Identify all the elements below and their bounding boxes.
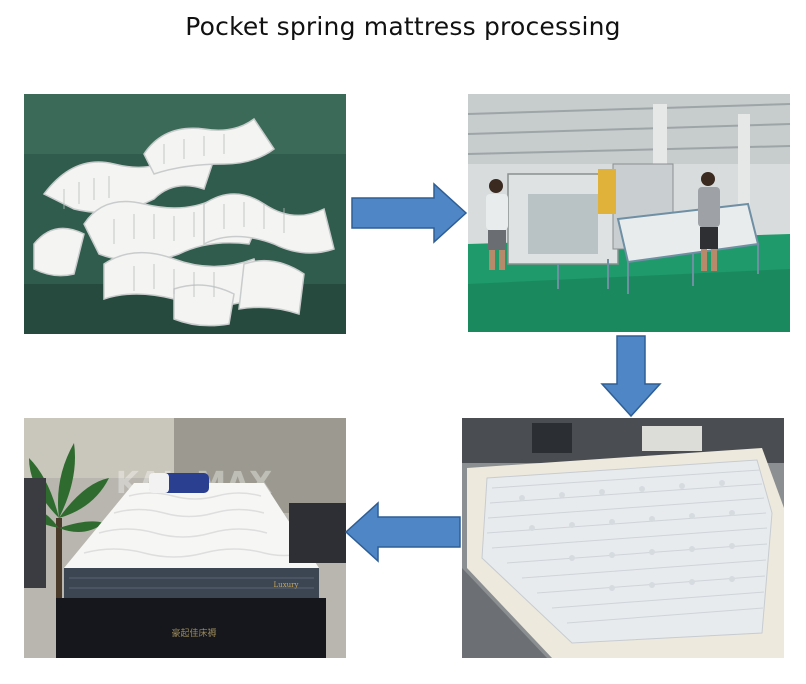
- mattress-brand-tag: Luxury: [274, 581, 299, 589]
- arrow-left-shape: [344, 501, 461, 563]
- arrow-right: [350, 182, 468, 244]
- arrow-down: [600, 334, 662, 418]
- spring-assembly-machine-photo: [468, 94, 790, 332]
- arrow-right-shape: [351, 182, 468, 244]
- finished-mattress-photo: KAI··MAX Luxury 豪起佳床褥: [24, 418, 346, 658]
- arrow-left: [344, 501, 462, 563]
- spring-unit-in-foam-frame-photo: [462, 418, 784, 658]
- arrow-down-shape: [600, 335, 662, 418]
- diagram-title: Pocket spring mattress processing: [185, 12, 621, 41]
- pocket-spring-coils-photo: [24, 94, 346, 334]
- mattress-base-text: 豪起佳床褥: [171, 627, 216, 639]
